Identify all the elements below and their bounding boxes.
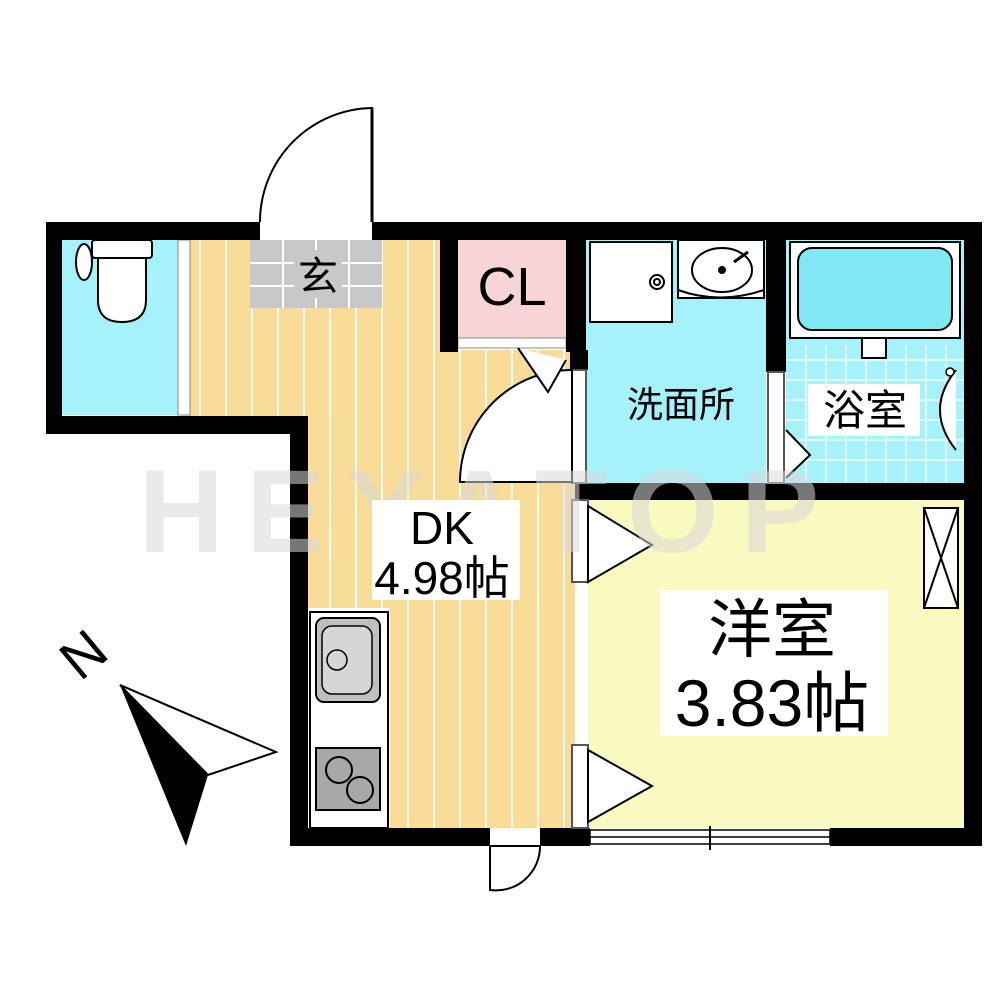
western-door-upper xyxy=(587,504,654,584)
bath-door xyxy=(785,429,812,479)
western-door-lower xyxy=(587,748,655,824)
label-closet: CL xyxy=(477,257,546,317)
storage-box-icon xyxy=(923,507,959,609)
label-youshitsu: 洋室 xyxy=(708,594,836,668)
closet-area xyxy=(458,240,566,338)
north-arrow-icon: N xyxy=(47,617,279,846)
bottom-door xyxy=(489,845,542,892)
partitions xyxy=(571,369,785,829)
toilet-door-strip xyxy=(177,239,191,416)
toilet-icon xyxy=(75,239,153,324)
wash-basin-icon xyxy=(677,239,765,299)
walls xyxy=(46,222,982,846)
label-youshitsu-size: 3.83帖 xyxy=(675,666,869,740)
closet-door xyxy=(517,347,567,394)
closet-door-strip xyxy=(457,337,567,349)
bathtub-icon xyxy=(789,241,961,451)
label-genkan: 玄 xyxy=(298,254,338,300)
compass-north-label: N xyxy=(47,617,118,691)
stove-icon xyxy=(315,747,381,811)
western-window xyxy=(589,826,831,850)
label-dk-size: 4.98帖 xyxy=(374,552,510,604)
entrance-door xyxy=(259,106,374,223)
label-dk: DK xyxy=(410,502,474,554)
label-senmenjo: 洗面所 xyxy=(627,385,735,426)
washing-machine-icon xyxy=(589,241,673,323)
label-yokushitsu: 浴室 xyxy=(823,386,907,435)
